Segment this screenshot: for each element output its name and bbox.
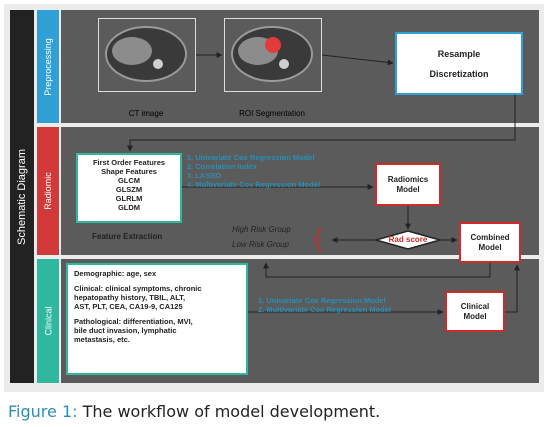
roi-segmentation-label: ROI Segmentation <box>239 109 305 118</box>
figure-caption-prefix: Figure 1: <box>8 402 78 421</box>
method-item: 1. Univariate Cox Regression Model <box>258 296 386 305</box>
feature-item: GLDM <box>117 203 141 212</box>
ct-image-label: CT image <box>128 109 164 118</box>
radiomic-selection-methods: 1. Univariate Cox Regression Model 2. Co… <box>187 153 320 189</box>
clinical-model-line1: Clinical <box>460 301 490 311</box>
feature-item: Shape Features <box>101 167 157 176</box>
figure-caption: Figure 1: The workflow of model developm… <box>8 402 380 421</box>
figure-caption-text: The workflow of model development. <box>77 402 381 421</box>
method-item: 1. Univariate Cox Regression Model <box>187 153 315 162</box>
radiomic-tab: Radiomic <box>37 127 59 255</box>
rad-score-label: Rad score <box>388 235 428 244</box>
radiomics-model-line2: Model <box>396 184 420 194</box>
roi-segmentation-image <box>224 18 322 92</box>
low-risk-group-label: Low Risk Group <box>232 240 289 249</box>
clinical-text-line: Clinical: clinical symptoms, chronic <box>74 284 202 293</box>
feature-extraction-label: Feature Extraction <box>92 232 163 241</box>
combined-model-box: Combined Model <box>459 222 521 263</box>
method-item: 2. Multivariate Cox Regression Model <box>258 305 391 314</box>
roi-spine <box>279 59 289 69</box>
radiomics-model-box: Radiomics Model <box>375 163 441 206</box>
feature-list-box: First Order Features Shape Features GLCM… <box>76 153 182 223</box>
side-band <box>10 10 34 383</box>
clinical-model-box: Clinical Model <box>445 291 505 332</box>
clinical-model-line2: Model <box>463 311 487 321</box>
pathological-text-line: bile duct invasion, lymphatic <box>74 326 177 335</box>
arrow-resample-to-features <box>127 95 516 152</box>
clinical-tab: Clinical <box>37 259 59 383</box>
clinical-selection-methods: 1. Univariate Cox Regression Model 2. Mu… <box>258 296 391 314</box>
arrow-clinical-to-combined <box>505 264 520 313</box>
combined-model-line1: Combined <box>470 232 510 242</box>
clinical-variables-box: Demographic: age, sex Clinical: clinical… <box>66 263 248 375</box>
ct-spine <box>153 59 163 69</box>
clinical-text-line: AST, PLT, CEA, CA19-9, CA125 <box>74 302 183 311</box>
method-item: 2. Correlation Index <box>187 162 258 171</box>
resample-label: Resample <box>437 48 481 59</box>
radiomics-model-line1: Radiomics <box>387 174 429 184</box>
demographic-text: Demographic: age, sex <box>74 269 157 278</box>
discretization-label: Discretization <box>429 68 489 79</box>
arrow-roi-to-resample <box>321 54 394 66</box>
feature-item: GLRLM <box>115 194 143 203</box>
ct-image <box>98 18 196 92</box>
method-item: 4. Multivariate Cox Regression Model <box>187 180 320 189</box>
pathological-text-line: metastasis, etc. <box>74 335 130 344</box>
feature-item: GLCM <box>117 176 141 185</box>
preprocessing-tab: Preprocessing <box>37 10 59 123</box>
roi-tumor-mask <box>265 37 281 53</box>
method-item: 3. LASSO <box>187 171 222 180</box>
resample-discretization-box: Resample Discretization <box>395 32 523 95</box>
ct-liver <box>112 37 152 65</box>
arrow-combined-to-risk <box>263 262 491 278</box>
risk-brace <box>313 228 323 252</box>
combined-model-line2: Model <box>478 242 502 252</box>
high-risk-group-label: High Risk Group <box>232 225 291 234</box>
clinical-text-line: hepatopathy history, TBIL, ALT, <box>74 293 186 302</box>
feature-item: GLSZM <box>115 185 143 194</box>
pathological-text-line: Pathological: differentiation, MVI, <box>74 317 193 326</box>
rad-score-diamond <box>373 230 443 250</box>
feature-item: First Order Features <box>92 158 166 167</box>
